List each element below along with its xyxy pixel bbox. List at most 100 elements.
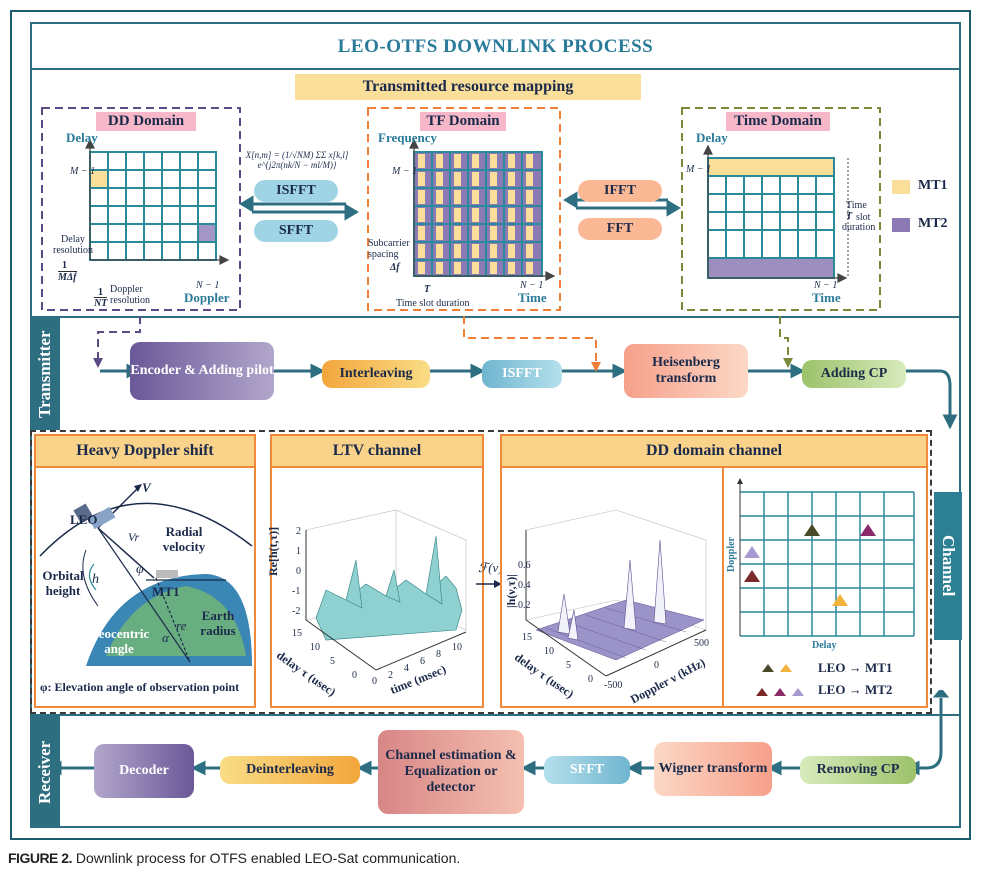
time-slot-label-2: slot: [856, 212, 871, 223]
time-slot-label-1: Time: [846, 200, 867, 211]
leo-label: LEO: [70, 512, 98, 527]
ltv-ztick-0: 2: [296, 526, 301, 537]
time-x-axis: Time: [812, 290, 841, 305]
mapping-divider: [30, 316, 961, 318]
dd-domain-title: DD Domain: [96, 112, 196, 131]
heisenberg-block: Heisenberg transform: [624, 344, 748, 398]
receiver-flow: [46, 690, 950, 776]
grid-tri-3: [744, 546, 760, 558]
legend-leo-mt1: LEO → MT1: [818, 660, 893, 675]
time-grid: [707, 157, 849, 279]
tf-slot-label: Time slot duration: [396, 298, 470, 309]
dd-doppler-res-num: 1: [98, 287, 103, 298]
channel-estimation-block: Channel estimation & Equalization or det…: [378, 730, 524, 814]
ltv-ytick-5: 10: [452, 642, 462, 653]
time-n-label: N − 1: [814, 280, 838, 291]
main-title: LEO-OTFS DOWNLINK PROCESS: [337, 36, 654, 57]
dd-delay-res-num: 1: [62, 260, 67, 271]
re-label: re: [176, 618, 187, 633]
grid-tri-4: [744, 570, 760, 582]
dd-x-axis: Doppler: [184, 290, 230, 305]
ltv-ytick-2: 4: [404, 663, 409, 674]
dd-mt2-cell: [199, 225, 215, 241]
channel-label: Channel: [934, 492, 962, 640]
dd-xtick-1: 10: [544, 646, 554, 657]
tf-delta-f: Δf: [390, 262, 400, 273]
dd-channel-panel: DD domain channel: [500, 434, 928, 708]
dd-ytick-1: 0: [654, 660, 659, 671]
velocity-vr-label: Vr: [128, 530, 140, 544]
dd-ztick-1: 0.4: [518, 580, 531, 591]
removing-cp-block: Removing CP: [800, 756, 916, 784]
tf-t-label: T: [424, 284, 431, 295]
encoder-block: Encoder & Adding pilot: [130, 342, 274, 400]
dd-xtick-2: 5: [566, 660, 571, 671]
alpha-label: α: [162, 630, 169, 645]
doppler-panel: Heavy Doppler shift: [34, 434, 256, 708]
ltv-ytick-0: 0: [372, 676, 377, 687]
dd-domain-box: [41, 107, 241, 311]
dd-channel-zlabel: |h(ν,τ)|: [504, 574, 518, 608]
orbital-height-label: Orbital height: [42, 568, 84, 598]
tf-x-axis: Time: [518, 290, 547, 305]
dd-ztick-0: 0.6: [518, 560, 531, 571]
time-domain-title: Time Domain: [726, 112, 830, 131]
time-slot-label-3: duration: [842, 222, 876, 233]
sfft-pill: SFFT: [254, 220, 338, 242]
figure-caption: FIGURE 2. Downlink process for OTFS enab…: [8, 850, 460, 866]
time-t-label: T: [846, 211, 853, 222]
legend-triangles: [756, 664, 804, 696]
title-divider: [30, 68, 961, 70]
ltv-ytick-1: 2: [388, 670, 393, 681]
tf-m-label: M − 1: [392, 166, 418, 177]
legend-mt2-label: MT2: [918, 216, 948, 231]
mapping-label: Transmitted resource mapping: [295, 74, 641, 100]
dd-channel-divider: [722, 466, 724, 706]
ifft-pill: IFFT: [578, 180, 662, 202]
adding-cp-block: Adding CP: [802, 360, 906, 388]
ltv-xtick-1: 10: [310, 642, 320, 653]
ltv-panel-title: LTV channel: [272, 436, 482, 468]
legend-mt1-label: MT1: [918, 178, 948, 193]
h-label: h: [92, 572, 99, 587]
outer-frame: [10, 10, 971, 840]
transform-arrow: [476, 580, 502, 588]
time-y-axis: Delay: [696, 130, 728, 145]
dd-channel-panel-title: DD domain channel: [502, 436, 926, 468]
sfft-block: SFFT: [544, 756, 630, 784]
dd-channel-plot: [525, 509, 707, 677]
dd-m-label: M − 1: [70, 166, 96, 177]
earth-radius-label: Earth radius: [200, 608, 236, 638]
grid-tri-2: [860, 524, 876, 536]
caption-prefix: FIGURE 2.: [8, 850, 72, 866]
ltv-ztick-3: -1: [292, 586, 301, 597]
legend-mt1-swatch: [892, 180, 910, 194]
dd-ytick-0: -500: [604, 680, 623, 691]
doppler-panel-title: Heavy Doppler shift: [36, 436, 254, 468]
dd-doppler-res-den: NT: [94, 297, 108, 309]
caption-text: Downlink process for OTFS enabled LEO-Sa…: [75, 850, 461, 866]
resource-mapping-diagram: [41, 107, 881, 311]
legend-leo-mt2: LEO → MT2: [818, 682, 893, 697]
dd-doppler-resolution: Doppler resolution: [110, 284, 150, 306]
geocentric-angle-label: Geocentric angle: [88, 626, 150, 656]
ltv-ytick-3: 6: [420, 656, 425, 667]
ltv-plot: [305, 509, 467, 671]
channel-region: [30, 430, 932, 714]
ltv-zlabel: Re[h(t,τ)]: [266, 526, 280, 576]
phi-label: φ: [136, 562, 144, 577]
radial-velocity-label: Radial velocity: [162, 524, 206, 554]
dd-mt1-cell: [91, 171, 107, 187]
dd-user-grid: [737, 478, 915, 637]
tf-grid: [413, 151, 543, 277]
tf-domain-title: TF Domain: [420, 112, 506, 131]
tf-subcarrier-label: Subcarrier spacing: [368, 238, 410, 260]
fft-pill: FFT: [578, 218, 662, 240]
dd-grid: [89, 151, 217, 261]
dd-ztick-2: 0.2: [518, 600, 531, 611]
ltv-ytick-4: 8: [436, 649, 441, 660]
ltv-xtick-3: 0: [352, 670, 357, 681]
mt1-ground-label: MT1: [152, 584, 180, 599]
wigner-block: Wigner transform: [654, 742, 772, 796]
grid-tri-5: [832, 594, 848, 606]
